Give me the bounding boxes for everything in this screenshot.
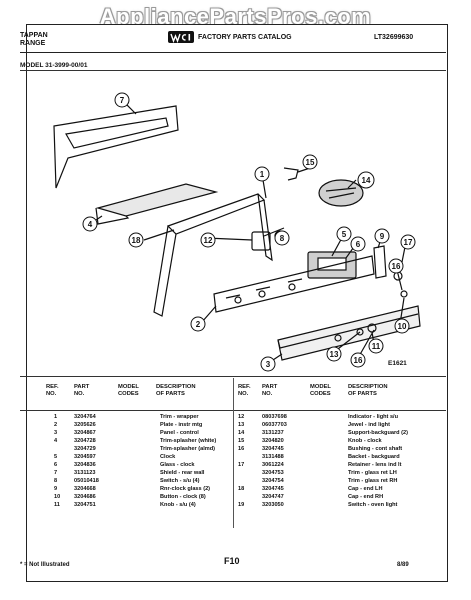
callout-label: 16 bbox=[392, 262, 401, 271]
callout-group: 7 15 1 14 4 18 12 8 5 6 9 17 16 2 10 13 … bbox=[82, 92, 416, 372]
brand-line-2: RANGE bbox=[20, 40, 46, 47]
callout-label: 17 bbox=[404, 238, 413, 247]
callout-label: 18 bbox=[132, 236, 141, 245]
callout-label: 5 bbox=[342, 230, 347, 239]
brand-line-1: TAPPAN bbox=[20, 32, 48, 39]
callout-13: 13 bbox=[326, 346, 342, 362]
callout-12: 12 bbox=[200, 232, 216, 248]
callout-4: 4 bbox=[82, 216, 98, 232]
callout-label: 2 bbox=[196, 320, 201, 329]
footer-date: 8/89 bbox=[397, 562, 409, 568]
brand-block: TAPPAN RANGE bbox=[20, 32, 48, 48]
callout-label: 13 bbox=[330, 350, 339, 359]
callout-16b: 16 bbox=[350, 352, 366, 368]
header-rule bbox=[20, 52, 446, 53]
diagram-part-id: E1621 bbox=[388, 360, 407, 367]
callout-label: 16 bbox=[354, 356, 363, 365]
callout-label: 9 bbox=[380, 232, 385, 241]
callout-17: 17 bbox=[400, 234, 416, 250]
callout-label: 6 bbox=[356, 240, 361, 249]
callout-3: 3 bbox=[260, 356, 276, 372]
page-number: F10 bbox=[224, 556, 240, 566]
callout-14: 14 bbox=[357, 171, 375, 189]
callout-1: 1 bbox=[254, 166, 270, 182]
callout-18: 18 bbox=[128, 232, 144, 248]
exploded-parts-diagram: 7 15 1 14 4 18 12 8 5 6 9 17 16 2 10 13 … bbox=[53, 92, 421, 372]
callout-7: 7 bbox=[114, 92, 130, 108]
callout-15: 15 bbox=[302, 154, 318, 170]
catalog-title: FACTORY PARTS CATALOG bbox=[198, 34, 292, 41]
col-header-ref: REF.NO. bbox=[46, 384, 59, 397]
callout-label: 15 bbox=[306, 158, 315, 167]
callout-5: 5 bbox=[336, 226, 352, 242]
callout-label: 12 bbox=[204, 236, 213, 245]
catalog-code: LT32699630 bbox=[374, 34, 414, 41]
callout-6: 6 bbox=[350, 236, 366, 252]
col-header-ref-right: REF.NO. bbox=[238, 384, 251, 397]
callout-label: 1 bbox=[260, 170, 265, 179]
footer-note: * = Not Illustrated bbox=[20, 562, 70, 568]
callout-label: 11 bbox=[372, 342, 381, 351]
callout-10: 10 bbox=[394, 318, 410, 334]
callout-8: 8 bbox=[274, 230, 290, 246]
callout-2: 2 bbox=[190, 316, 206, 332]
table-column-divider bbox=[233, 378, 234, 528]
callout-label: 14 bbox=[362, 176, 371, 185]
callout-label: 10 bbox=[398, 322, 407, 331]
table-top-rule bbox=[20, 376, 446, 377]
model-rule bbox=[20, 70, 446, 71]
diagram-drawing bbox=[53, 99, 421, 363]
callout-11: 11 bbox=[368, 338, 384, 354]
callout-9: 9 bbox=[374, 228, 390, 244]
wci-logo-icon bbox=[168, 31, 194, 43]
callout-label: 8 bbox=[280, 234, 285, 243]
model-number: MODEL 31-3999-00/01 bbox=[20, 62, 88, 69]
callout-label: 7 bbox=[120, 96, 125, 105]
callout-16: 16 bbox=[388, 258, 404, 274]
callout-label: 3 bbox=[266, 360, 271, 369]
callout-label: 4 bbox=[88, 220, 93, 229]
